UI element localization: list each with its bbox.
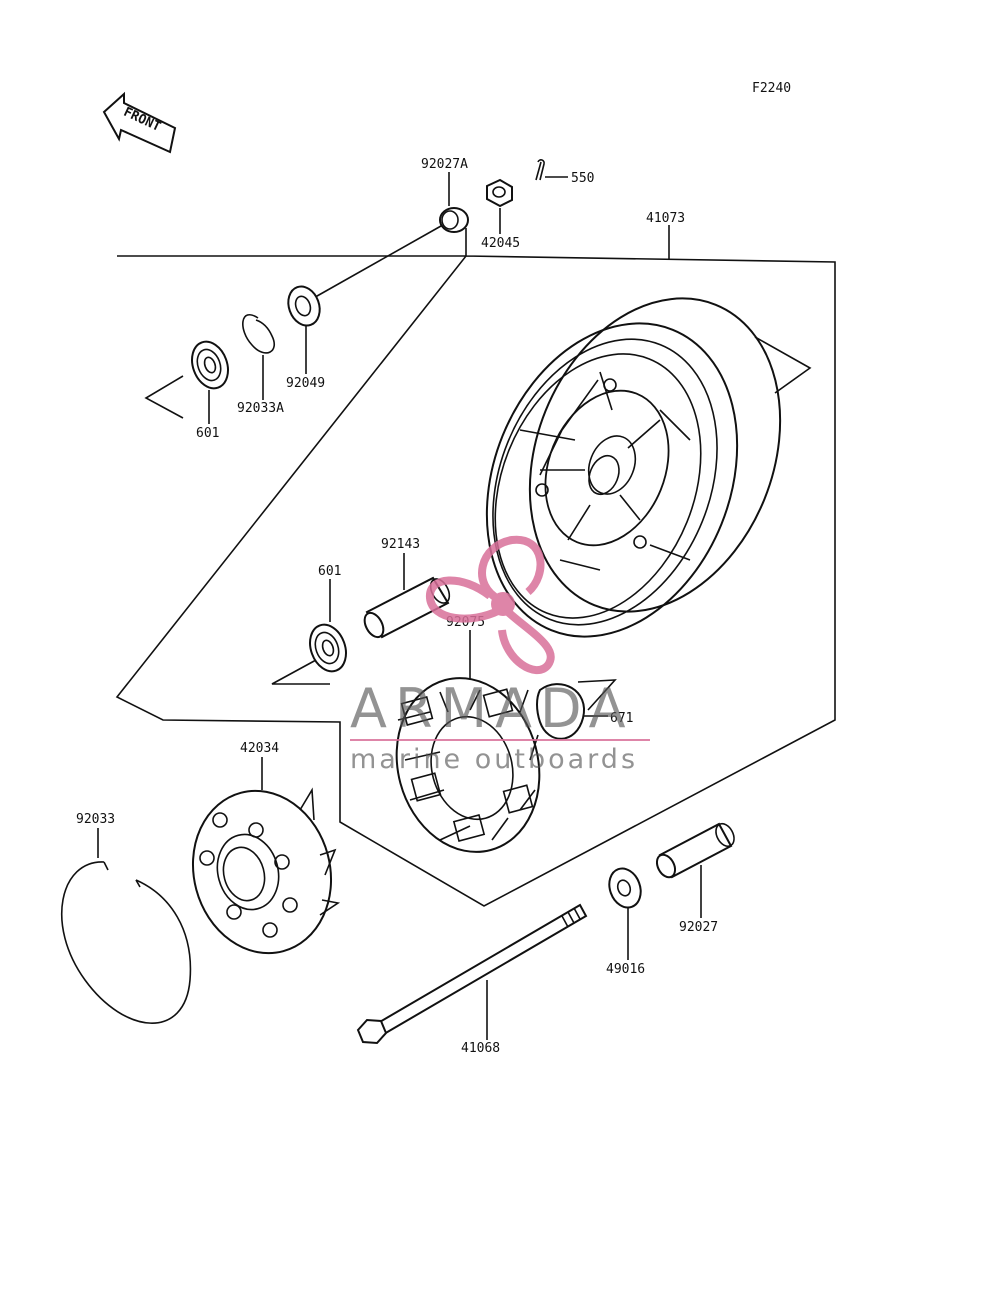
- label-601-top: 601: [196, 426, 219, 441]
- label-92143: 92143: [381, 537, 420, 552]
- leader-lines: [97, 172, 812, 1040]
- label-41073: 41073: [646, 211, 685, 226]
- label-92033A: 92033A: [237, 401, 284, 416]
- wheel-41073: [485, 297, 782, 638]
- coupling-42034: [191, 787, 341, 955]
- propeller-logo-icon: [426, 535, 555, 674]
- damper-92075: [395, 677, 541, 853]
- watermark-logo: ARMADA marine outboards: [350, 535, 650, 775]
- assembly-outline: [115, 228, 836, 907]
- label-92027: 92027: [679, 920, 718, 935]
- circlip-92033A: [242, 314, 275, 354]
- cap-671: [536, 683, 586, 740]
- diagram-code: F2240: [752, 81, 791, 96]
- collar-92027: [655, 822, 735, 879]
- label-42045: 42045: [481, 236, 520, 251]
- bearing-601-mid: [309, 623, 347, 673]
- cotter-pin-550: [535, 159, 545, 181]
- washer-49016: [608, 867, 642, 909]
- seal-92049: [287, 285, 321, 327]
- label-92049: 92049: [286, 376, 325, 391]
- nut-42045: [486, 178, 513, 208]
- label-550: 550: [571, 171, 594, 186]
- circlip-92033: [61, 861, 192, 1024]
- label-92033: 92033: [76, 812, 115, 827]
- front-label: FRONT: [121, 105, 163, 135]
- bearing-601-top: [191, 340, 229, 390]
- label-49016: 49016: [606, 962, 645, 977]
- label-42034: 42034: [240, 741, 279, 756]
- watermark-tagline: marine outboards: [350, 744, 638, 775]
- axle-41068: [356, 903, 588, 1045]
- collar-92027A: [439, 207, 469, 233]
- label-671: 671: [610, 711, 633, 726]
- label-92027A: 92027A: [421, 157, 468, 172]
- label-601-mid: 601: [318, 564, 341, 579]
- watermark-brand: ARMADA: [350, 677, 634, 740]
- label-41068: 41068: [461, 1041, 500, 1056]
- front-arrow-icon: FRONT: [102, 91, 177, 154]
